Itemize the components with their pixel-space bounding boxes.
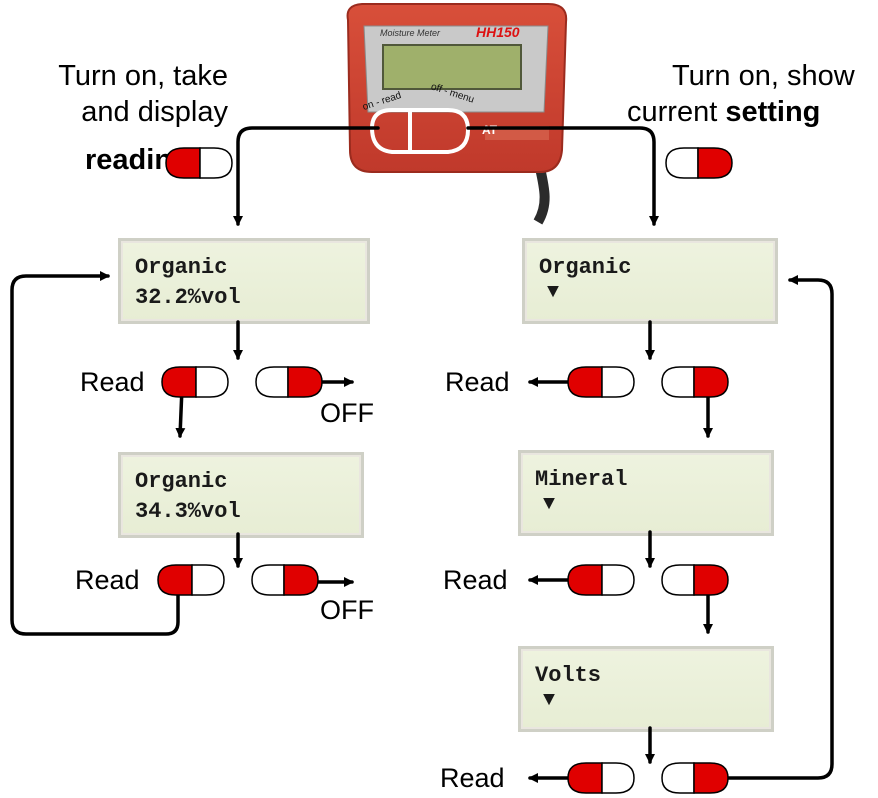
right-lcd-2-line2: ▼ [543, 493, 556, 516]
right-lcd-1-line1: Organic [539, 255, 632, 280]
button-pair-right-row1-read [567, 366, 635, 398]
arrow-right-loop-back [726, 275, 834, 780]
device-model-label: HH150 [476, 24, 520, 40]
right-read-label-1: Read [445, 367, 510, 397]
arrow-left-loop-back [10, 271, 180, 636]
left-caption-line1: Turn on, take [58, 60, 228, 92]
button-pair-right-row2-menu [661, 564, 729, 596]
right-read-label-2: Read [443, 565, 508, 595]
device-button-frame [369, 108, 471, 154]
left-lcd-1-line1: Organic [135, 255, 228, 280]
right-lcd-screen-2: Mineral ▼ [518, 450, 774, 536]
right-lcd-3-line2: ▼ [543, 689, 556, 712]
left-lcd-screen-2: Organic 34.3%vol [118, 452, 364, 538]
left-caption-line2: and display [81, 96, 228, 128]
button-pair-right-row2-read [567, 564, 635, 596]
left-off-label-2: OFF [320, 595, 374, 625]
arrow-device-to-right-screen [466, 126, 659, 226]
left-caption: Turn on, take [8, 58, 228, 94]
left-lcd-2-line1: Organic [135, 469, 228, 494]
left-read-label-1: Read [80, 367, 145, 397]
right-lcd-2-line1: Mineral [535, 467, 628, 492]
left-off-label-1: OFF [320, 398, 374, 428]
button-pair-left-row2-off [251, 564, 319, 596]
device-cable [533, 166, 550, 225]
right-caption-line1: Turn on, show [672, 60, 855, 92]
right-caption-line2: current setting [627, 94, 820, 130]
button-pair-right-row3-menu [661, 762, 729, 794]
button-pair-right-active-caption [665, 147, 733, 179]
right-lcd-3-line1: Volts [535, 663, 602, 688]
button-pair-left-row2-read [157, 564, 225, 596]
button-pair-left-active-caption [165, 147, 233, 179]
right-caption-plain: current [627, 96, 726, 128]
left-lcd-screen-1: Organic 32.2%vol [118, 238, 370, 324]
arrow-device-to-left-screen [233, 126, 380, 226]
device-lcd-window [382, 44, 522, 90]
right-lcd-1-line2: ▼ [547, 281, 560, 304]
left-read-label-2: Read [75, 565, 140, 595]
left-lcd-2-line2: 34.3%vol [135, 499, 241, 524]
button-pair-left-row1-off [255, 366, 323, 398]
button-pair-right-row1-menu [661, 366, 729, 398]
right-read-label-3: Read [440, 763, 505, 793]
button-pair-right-row3-read [567, 762, 635, 794]
right-lcd-screen-3: Volts ▼ [518, 646, 774, 732]
device-brand-label: Moisture Meter [380, 28, 441, 38]
button-pair-left-row1-read [161, 366, 229, 398]
left-lcd-1-line2: 32.2%vol [135, 285, 241, 310]
right-caption-bold: setting [725, 96, 821, 128]
